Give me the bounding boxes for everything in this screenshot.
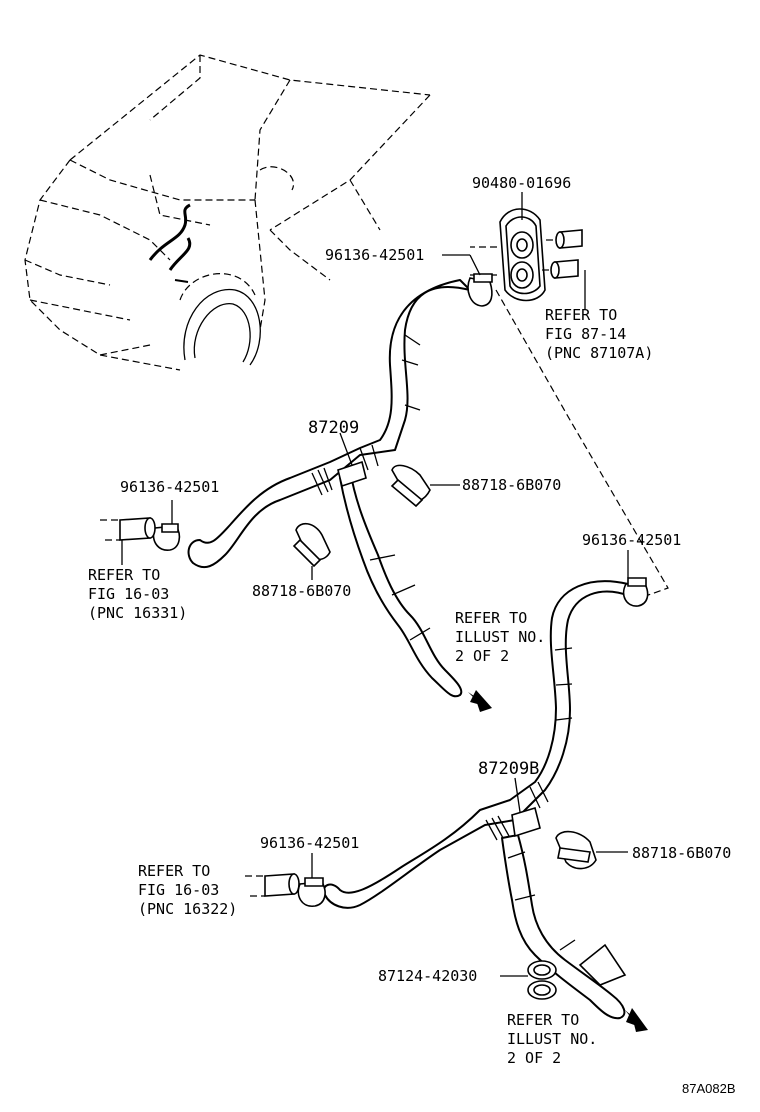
label-refer-8714-l2: FIG 87-14 bbox=[545, 325, 626, 343]
arrow-lower-icon bbox=[625, 1008, 648, 1032]
label-clip-upper-right: 88718-6B070 bbox=[462, 476, 561, 494]
label-clamp-lower-left: 96136-42501 bbox=[260, 834, 359, 852]
label-refer-illust-upper-l3: 2 OF 2 bbox=[455, 647, 509, 665]
clip-upper-below bbox=[292, 522, 331, 568]
vehicle-outline bbox=[24, 54, 431, 371]
label-clip-lower-right: 88718-6B070 bbox=[632, 844, 731, 862]
label-refer-illust-upper-l1: REFER TO bbox=[455, 609, 527, 627]
clamp-upper-left bbox=[100, 517, 181, 551]
clamp-right bbox=[622, 577, 649, 607]
arrow-upper-icon bbox=[468, 690, 492, 712]
label-refer-16331-l3: (PNC 16331) bbox=[88, 604, 187, 622]
clip-upper-right bbox=[390, 464, 431, 508]
grommet-part bbox=[470, 208, 546, 302]
label-clip-upper-below: 88718-6B070 bbox=[252, 582, 351, 600]
hose-87209 bbox=[187, 279, 471, 698]
clip-lower-right bbox=[555, 830, 597, 870]
label-clamp-top: 96136-42501 bbox=[325, 246, 424, 264]
label-refer-16322-l2: FIG 16-03 bbox=[138, 881, 219, 899]
label-grommet: 90480-01696 bbox=[472, 174, 571, 192]
clamp-lower-bottom bbox=[527, 960, 557, 1000]
pipe-stubs bbox=[542, 229, 583, 279]
label-refer-8714-l1: REFER TO bbox=[545, 306, 617, 324]
label-hose-87209b: 87209B bbox=[478, 759, 539, 779]
label-hose-87209: 87209 bbox=[308, 418, 359, 438]
clamp-top bbox=[467, 273, 493, 307]
label-clamp-lower-bottom: 87124-42030 bbox=[378, 967, 477, 985]
label-refer-illust-lower-l1: REFER TO bbox=[507, 1011, 579, 1029]
clamp-lower-left bbox=[245, 873, 326, 907]
label-refer-illust-upper-l2: ILLUST NO. bbox=[455, 628, 545, 646]
diagram-id: 87A082B bbox=[682, 1081, 736, 1096]
label-clamp-right: 96136-42501 bbox=[582, 531, 681, 549]
heater-hose-location-marker bbox=[148, 203, 192, 283]
label-refer-16331-l1: REFER TO bbox=[88, 566, 160, 584]
label-refer-illust-lower-l3: 2 OF 2 bbox=[507, 1049, 561, 1067]
label-refer-16322-l3: (PNC 16322) bbox=[138, 900, 237, 918]
label-clamp-upper-left: 96136-42501 bbox=[120, 478, 219, 496]
hose-87209b bbox=[322, 580, 631, 1020]
label-refer-16322-l1: REFER TO bbox=[138, 862, 210, 880]
label-refer-illust-lower-l2: ILLUST NO. bbox=[507, 1030, 597, 1048]
label-refer-16331-l2: FIG 16-03 bbox=[88, 585, 169, 603]
label-refer-8714-l3: (PNC 87107A) bbox=[545, 344, 653, 362]
